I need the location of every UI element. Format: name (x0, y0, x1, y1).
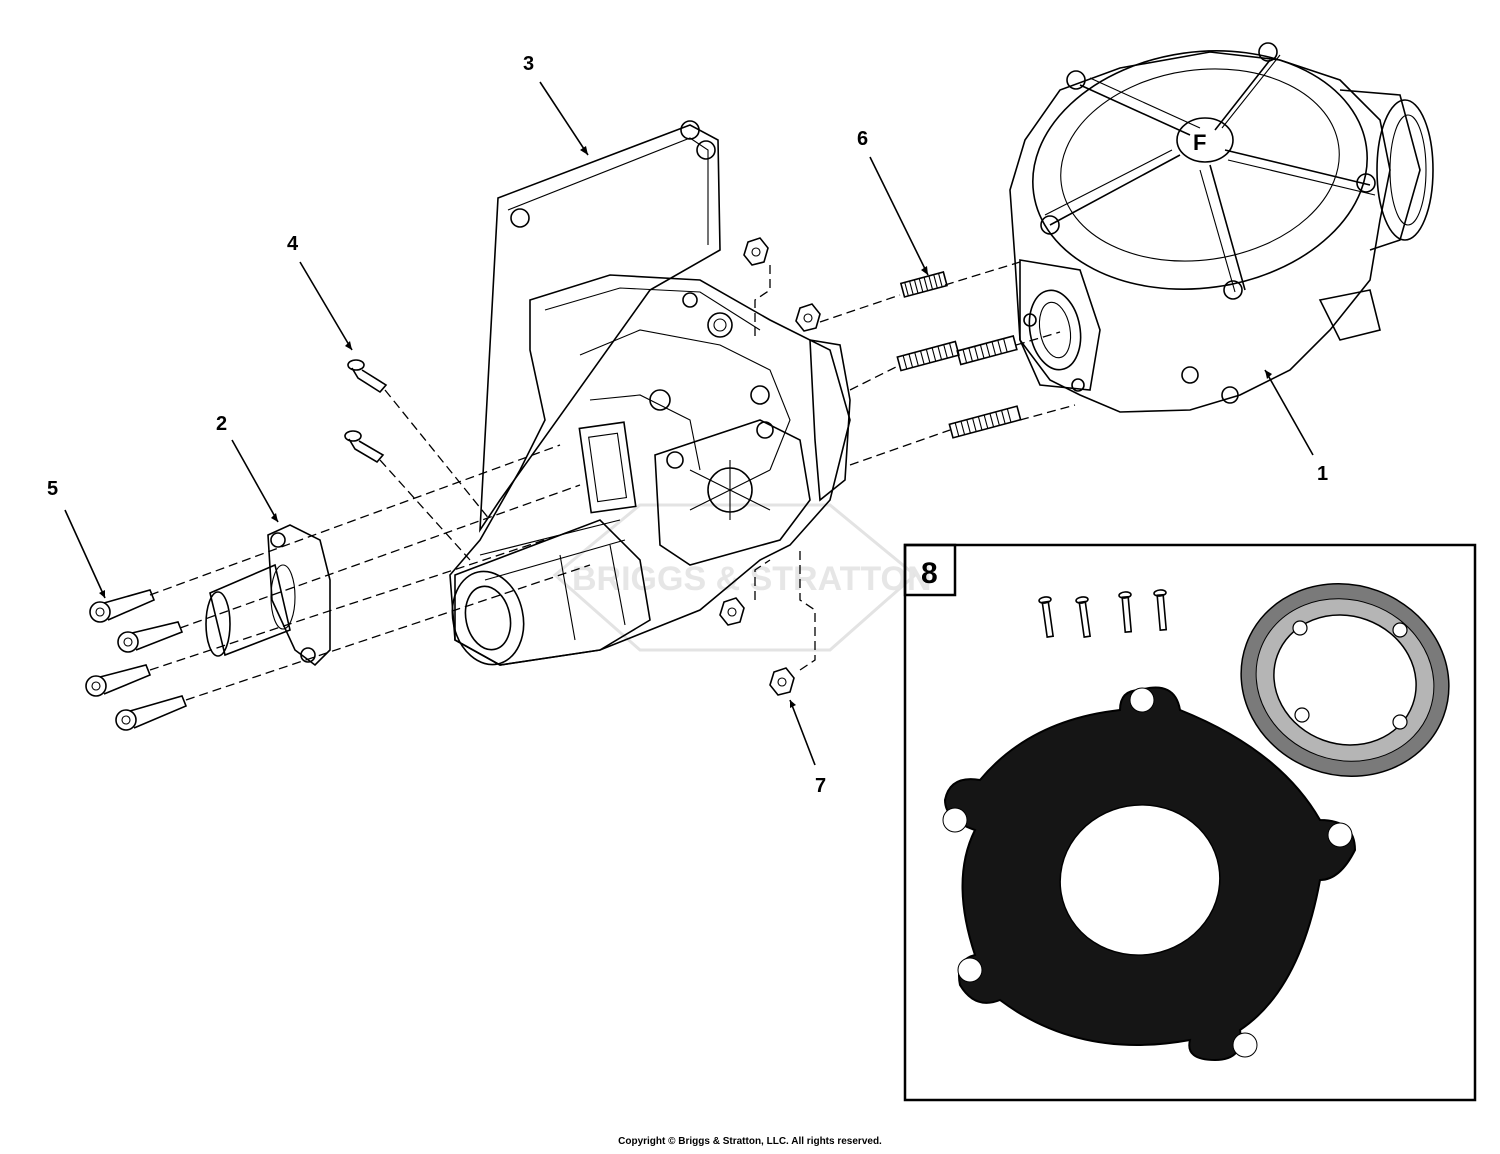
callout-3: 3 (523, 53, 534, 75)
callout-5: 5 (47, 478, 58, 500)
copyright-footer: Copyright © Briggs & Stratton, LLC. All … (618, 1136, 882, 1147)
callout-1: 1 (1317, 463, 1328, 485)
watermark-text: BRIGGS & STRATTON (572, 560, 932, 598)
part-3-gasket[interactable] (479, 120, 721, 533)
kit-gasket[interactable] (942, 686, 1357, 1062)
callout-8: 8 (921, 557, 938, 590)
callout-labels: 1 2 3 4 5 6 7 (47, 53, 1328, 797)
part-6-studs[interactable] (896, 271, 1022, 439)
callout-6: 6 (857, 128, 868, 150)
part-1-cover[interactable]: F (1009, 30, 1434, 413)
part-4-pins[interactable] (344, 359, 388, 464)
center-housing (449, 274, 851, 666)
part-2-flange[interactable] (205, 524, 331, 667)
callout-7: 7 (815, 775, 826, 797)
watermark: BRIGGS & STRATTON (552, 503, 932, 652)
kit-8-inset: 8 (903, 543, 1477, 1102)
part-7-nuts[interactable] (719, 237, 821, 696)
svg-text:F: F (1193, 130, 1206, 155)
kit-ring[interactable] (1214, 555, 1476, 805)
kit-screws[interactable] (1038, 589, 1170, 638)
part-5-screws[interactable] (85, 589, 188, 731)
callout-4: 4 (287, 233, 299, 255)
alignment-lines (149, 261, 1076, 701)
callout-2: 2 (216, 413, 227, 435)
leader-lines (64, 81, 1314, 766)
